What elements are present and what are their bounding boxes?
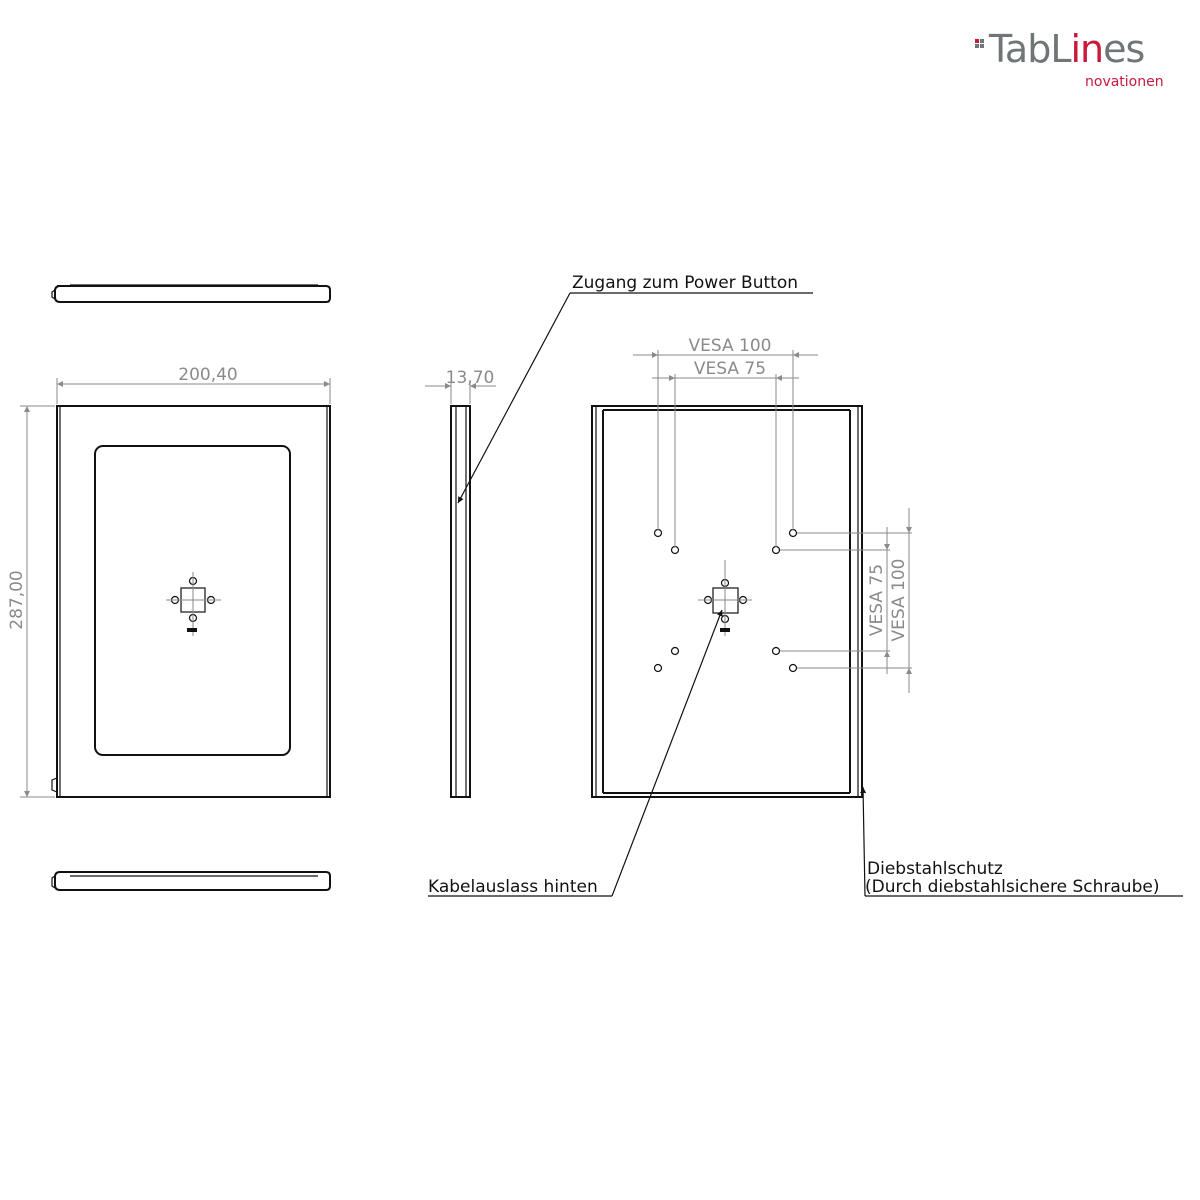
power-button-label: Zugang zum Power Button xyxy=(572,273,798,293)
height-label: 287,00 xyxy=(7,570,27,629)
vesa-vertical-dimensions: VESA 75 VESA 100 xyxy=(780,508,912,693)
logo-dots-icon xyxy=(975,39,985,49)
height-dimension: 287,00 xyxy=(7,405,55,798)
power-button-callout: Zugang zum Power Button xyxy=(457,273,813,504)
back-view xyxy=(591,405,863,798)
depth-label: 13,70 xyxy=(446,368,495,388)
logo-wordmark: TabLines xyxy=(989,27,1145,71)
width-dimension: 200,40 xyxy=(56,365,331,404)
theft-protection-label: Diebstahlschutz xyxy=(867,859,1003,879)
side-view: 13,70 xyxy=(425,368,496,798)
logo-tagline: novationen xyxy=(1085,74,1164,90)
vesa-100-vertical-label: VESA 100 xyxy=(889,559,909,642)
vesa-75-horizontal-label: VESA 75 xyxy=(694,359,766,379)
vesa-75-holes xyxy=(670,545,781,656)
top-side-view xyxy=(51,284,331,303)
vesa-100-horizontal-label: VESA 100 xyxy=(689,336,772,356)
tablines-logo: TabLines novationen xyxy=(975,27,1164,90)
vesa-75-vertical-label: VESA 75 xyxy=(867,564,887,636)
bottom-side-view xyxy=(51,871,331,891)
cable-outlet-back xyxy=(698,560,752,636)
cable-outlet-callout: Kabelauslass hinten xyxy=(428,609,723,897)
width-label: 200,40 xyxy=(178,365,237,385)
theft-protection-callout: Diebstahlschutz (Durch diebstahlsichere … xyxy=(860,786,1183,897)
cable-outlet-front xyxy=(166,572,221,636)
cable-outlet-label: Kabelauslass hinten xyxy=(428,877,598,897)
front-view xyxy=(51,405,331,798)
vesa-horizontal-dimensions: VESA 100 VESA 75 xyxy=(633,336,818,547)
theft-protection-detail: (Durch diebstahlsichere Schraube) xyxy=(865,877,1159,897)
